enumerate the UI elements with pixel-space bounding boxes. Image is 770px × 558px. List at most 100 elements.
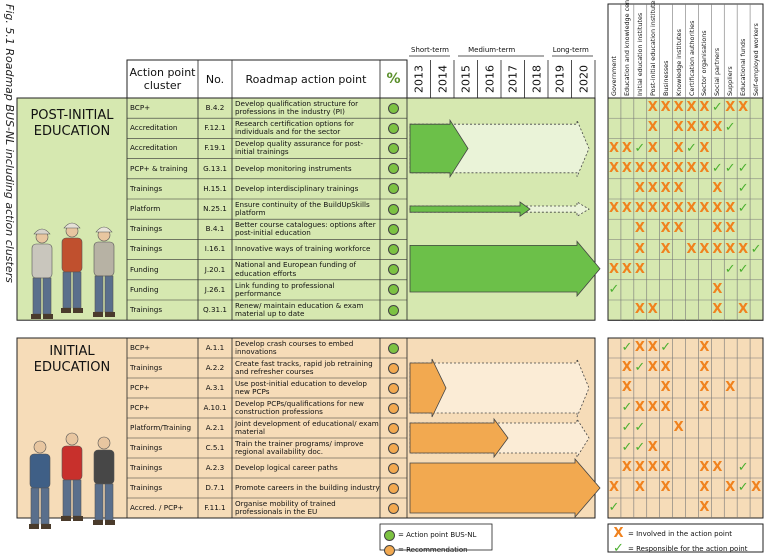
involved-mark: X bbox=[699, 241, 710, 257]
row-cluster: Platform bbox=[130, 203, 161, 213]
involved-mark: X bbox=[712, 460, 723, 475]
involved-mark: X bbox=[647, 440, 658, 455]
responsible-mark: ✓ bbox=[737, 480, 749, 495]
involved-mark: X bbox=[621, 160, 632, 176]
involved-mark: X bbox=[634, 340, 645, 355]
involved-mark: X bbox=[660, 480, 671, 495]
involved-mark: X bbox=[712, 302, 723, 318]
involved-mark: X bbox=[634, 480, 645, 495]
stakeholder-legend-box bbox=[607, 523, 764, 553]
year-2016: 2016 bbox=[482, 65, 496, 93]
legend-orange-text: = Recommendation bbox=[398, 546, 468, 554]
involved-mark: X bbox=[725, 221, 736, 237]
row-type-dot bbox=[388, 442, 399, 454]
involved-mark: X bbox=[634, 221, 645, 237]
stakeholder-header-4: Businesses bbox=[661, 60, 670, 96]
row-action-point: Develop logical career paths bbox=[235, 462, 338, 472]
involved-mark: X bbox=[725, 480, 736, 495]
row-number: J.26.1 bbox=[204, 284, 226, 294]
stakeholder-header-11: Self-employed workers bbox=[752, 23, 761, 96]
row-action-point: Better course catalogues: options after … bbox=[235, 220, 376, 238]
stakeholder-header-3: Post-initial education institutes bbox=[648, 0, 657, 96]
involved-mark: X bbox=[699, 340, 710, 355]
row-type-dot bbox=[388, 122, 399, 134]
involved-mark: X bbox=[673, 120, 684, 136]
row-number: G.13.1 bbox=[203, 163, 227, 173]
involved-mark: X bbox=[673, 160, 684, 176]
row-number: C.5.1 bbox=[205, 442, 225, 452]
header-action-point-cluster: Action point cluster bbox=[129, 66, 196, 92]
responsible-mark: ✓ bbox=[737, 160, 749, 176]
responsible-mark: ✓ bbox=[711, 100, 723, 116]
arrow-careers bbox=[409, 457, 601, 519]
responsible-mark: ✓ bbox=[621, 340, 633, 355]
involved-mark: X bbox=[686, 100, 697, 116]
responsible-mark: ✓ bbox=[634, 420, 646, 435]
row-action-point: Organise mobility of trained professiona… bbox=[235, 498, 336, 516]
row-number: F.11.1 bbox=[204, 502, 226, 512]
row-cluster: Trainings bbox=[130, 304, 163, 314]
responsible-mark: ✓ bbox=[634, 440, 646, 455]
involved-mark: X bbox=[647, 400, 658, 415]
student-illustration-1 bbox=[29, 440, 51, 529]
row-action-point: Train the trainer programs/ improve regi… bbox=[235, 438, 364, 456]
row-number: Q.31.1 bbox=[203, 304, 227, 314]
worker-illustration-2 bbox=[61, 222, 83, 313]
row-cluster: BCP+ bbox=[130, 342, 151, 352]
row-type-dot bbox=[388, 223, 399, 235]
involved-mark: X bbox=[699, 400, 710, 415]
student-illustration-3 bbox=[93, 436, 115, 525]
involved-mark: X bbox=[634, 180, 645, 196]
involved-mark: X bbox=[673, 140, 684, 156]
row-number: N.25.1 bbox=[203, 203, 227, 213]
involved-mark: X bbox=[634, 160, 645, 176]
involved-mark: X bbox=[647, 120, 658, 136]
involved-mark: X bbox=[712, 201, 723, 217]
stakeholder-header-6: Certification authorities bbox=[687, 20, 696, 96]
row-type-dot bbox=[388, 244, 399, 255]
responsible-mark: ✓ bbox=[737, 180, 749, 196]
involved-mark: X bbox=[738, 241, 749, 257]
involved-mark: X bbox=[660, 160, 671, 176]
involved-mark: X bbox=[673, 221, 684, 237]
row-number: F.12.1 bbox=[204, 123, 226, 133]
header-roadmap-action-point: Roadmap action point bbox=[245, 72, 367, 86]
row-number: A.2.3 bbox=[205, 462, 225, 472]
figure-caption: Fig. 5.1 Roadmap BUS-NL including action… bbox=[3, 4, 16, 283]
involved-mark: X bbox=[634, 241, 645, 257]
involved-mark: X bbox=[660, 201, 671, 217]
involved-mark: X bbox=[608, 261, 620, 277]
involved-mark: X bbox=[712, 120, 723, 136]
involved-mark: X bbox=[660, 180, 671, 196]
involved-mark: X bbox=[647, 201, 658, 217]
involved-mark: X bbox=[621, 201, 632, 217]
term-short: Short-term bbox=[411, 46, 449, 54]
row-type-dot bbox=[388, 502, 399, 514]
involved-mark: X bbox=[725, 241, 736, 257]
responsible-mark: ✓ bbox=[634, 360, 646, 375]
legend-involved-text: = Involved in the action point bbox=[628, 530, 733, 538]
involved-mark: X bbox=[673, 180, 684, 196]
row-action-point: Innovative ways of training workforce bbox=[235, 244, 371, 254]
row-cluster: Trainings bbox=[130, 224, 163, 234]
row-number: B.4.1 bbox=[205, 224, 225, 234]
involved-mark: X bbox=[725, 380, 736, 395]
row-cluster: Accreditation bbox=[130, 123, 178, 133]
row-cluster: Trainings bbox=[130, 244, 163, 254]
involved-mark: X bbox=[712, 221, 723, 237]
involved-mark: X bbox=[647, 360, 658, 375]
row-number: H.15.1 bbox=[203, 183, 227, 193]
section-title-1-line2: EDUCATION bbox=[33, 360, 111, 375]
involved-mark: X bbox=[699, 360, 710, 375]
section-title-0-line1: POST-INITIAL bbox=[30, 108, 114, 123]
involved-mark: X bbox=[621, 360, 632, 375]
involved-mark: X bbox=[712, 281, 723, 297]
involved-mark: X bbox=[738, 100, 749, 116]
year-2018: 2018 bbox=[529, 65, 543, 93]
involved-mark: X bbox=[608, 160, 620, 176]
row-cluster: Funding bbox=[130, 264, 159, 274]
arrow-trainings-funding bbox=[409, 240, 601, 298]
row-action-point: Joint development of educational/ exam m… bbox=[235, 418, 379, 436]
involved-mark: X bbox=[686, 160, 697, 176]
